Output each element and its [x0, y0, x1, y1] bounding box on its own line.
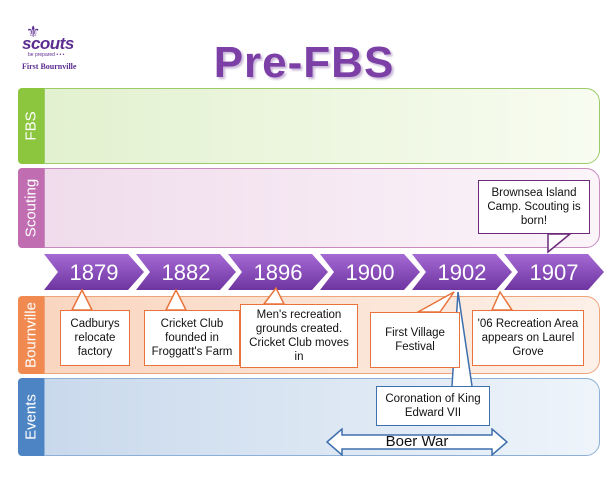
- timeline-chevron-1896: 1896: [228, 254, 328, 290]
- chevron-shape: [320, 254, 420, 290]
- callout-bv-1907: '06 Recreation Area appears on Laurel Gr…: [472, 310, 584, 366]
- chevron-shape: [136, 254, 236, 290]
- lane-scouting-tab: Scouting: [18, 168, 44, 248]
- lane-events: Events: [18, 378, 600, 456]
- lane-fbs: FBS: [18, 88, 600, 164]
- timeline-chevron-1900: 1900: [320, 254, 420, 290]
- page-title: Pre-FBS: [213, 38, 395, 87]
- scouting-callout-tail: [547, 233, 573, 254]
- year-label: 1902: [437, 260, 487, 285]
- bv-1896-tail: [262, 286, 286, 305]
- lane-events-tab: Events: [18, 378, 44, 456]
- callout-bv-1879: Cadburys relocate factory: [60, 310, 130, 366]
- callout-ev-1902: Coronation of King Edward VII: [376, 386, 490, 426]
- callout-bv-1896: Men's recreation grounds created. Cricke…: [240, 304, 358, 368]
- double-arrow-icon: [325, 427, 509, 457]
- year-label: 1896: [253, 260, 303, 285]
- timeline-chevron-1907: 1907: [504, 254, 604, 290]
- lane-fbs-body: [44, 88, 600, 164]
- boer-war-label: Boer War: [385, 433, 449, 450]
- boer-war-span: Boer War: [325, 427, 509, 457]
- bv-1879-tail: [70, 288, 94, 311]
- callout-scouting-1907: Brownsea Island Camp. Scouting is born!: [478, 180, 590, 234]
- logo-wordmark: scouts: [22, 34, 74, 53]
- scouts-logo: ⚜ scouts be prepared • • • First Bournvi…: [18, 22, 98, 72]
- fleur-de-lis-icon: ⚜: [26, 22, 41, 41]
- lane-bournville-tab: Bournville: [18, 296, 44, 374]
- year-label: 1907: [529, 260, 579, 285]
- chevron-shape: [44, 254, 144, 290]
- lane-events-body: [44, 378, 600, 456]
- timeline-chevron-1879: 1879: [44, 254, 144, 290]
- bv-1882-tail: [164, 288, 188, 311]
- timeline-chevron-1902: 1902: [412, 254, 512, 290]
- chevron-shape: [412, 254, 512, 290]
- lane-fbs-tab: FBS: [18, 88, 44, 164]
- logo-group-name: First Bournville: [22, 62, 77, 71]
- bv-1907-tail: [490, 290, 514, 311]
- timeline-chevron-1882: 1882: [136, 254, 236, 290]
- bv-1900-tail: [415, 291, 455, 313]
- chevron-shape: [504, 254, 604, 290]
- year-label: 1900: [345, 260, 395, 285]
- year-label: 1882: [161, 260, 211, 285]
- chevron-shape: [228, 254, 328, 290]
- callout-bv-1882: Cricket Club founded in Froggatt's Farm: [144, 310, 240, 366]
- callout-bv-1900: First Village Festival: [370, 312, 460, 368]
- year-label: 1879: [69, 260, 119, 285]
- logo-tagline: be prepared • • •: [28, 52, 65, 58]
